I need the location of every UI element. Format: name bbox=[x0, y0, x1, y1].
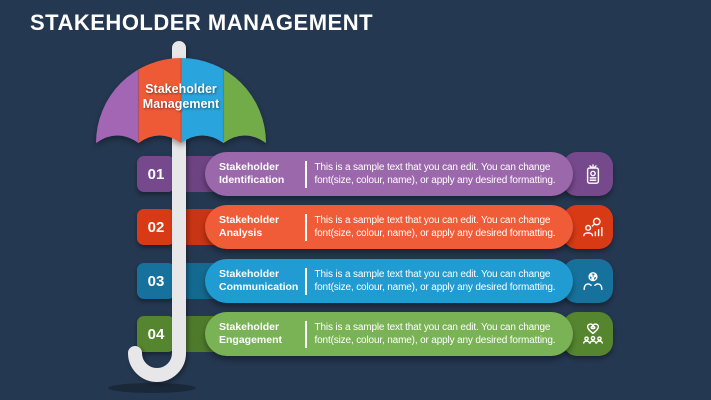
step-number-badge[interactable]: 04 bbox=[137, 316, 175, 352]
person-chart-analysis-icon bbox=[583, 217, 603, 237]
step-number-badge[interactable]: 01 bbox=[137, 156, 175, 192]
page-title: STAKEHOLDER MANAGEMENT bbox=[30, 10, 374, 35]
step-label: Stakeholder Communication bbox=[219, 267, 299, 293]
step-banner[interactable]: Stakeholder Analysis This is a sample te… bbox=[205, 205, 573, 249]
divider bbox=[305, 160, 307, 188]
step-body-text: This is a sample text that you can edit.… bbox=[314, 269, 556, 293]
step-row-analysis: Stakeholder Analysis This is a sample te… bbox=[137, 205, 617, 249]
step-banner[interactable]: Stakeholder Communication This is a samp… bbox=[205, 259, 573, 303]
step-body-text: This is a sample text that you can edit.… bbox=[314, 215, 556, 239]
step-number-badge[interactable]: 03 bbox=[137, 263, 175, 299]
step-row-identification: Stakeholder Identification This is a sam… bbox=[137, 152, 617, 196]
step-label: Stakeholder Engagement bbox=[219, 320, 283, 346]
umbrella-label: Stakeholder Management bbox=[142, 82, 220, 111]
hands-network-icon bbox=[583, 272, 603, 291]
step-banner[interactable]: Stakeholder Identification This is a sam… bbox=[205, 152, 573, 196]
step-body-text: This is a sample text that you can edit.… bbox=[314, 322, 556, 346]
step-body-text: This is a sample text that you can edit.… bbox=[314, 162, 556, 186]
step-banner[interactable]: Stakeholder Engagement This is a sample … bbox=[205, 312, 573, 356]
step-row-communication: Stakeholder Communication This is a samp… bbox=[137, 259, 617, 303]
step-label: Stakeholder Identification bbox=[219, 160, 285, 186]
people-heart-icon bbox=[583, 323, 603, 344]
divider bbox=[305, 320, 307, 348]
step-number-badge[interactable]: 02 bbox=[137, 209, 175, 245]
icon-chip[interactable] bbox=[563, 205, 613, 249]
step-label: Stakeholder Analysis bbox=[219, 213, 280, 239]
id-badge-icon bbox=[586, 164, 600, 184]
divider bbox=[305, 213, 307, 241]
step-row-engagement: Stakeholder Engagement This is a sample … bbox=[137, 312, 617, 356]
divider bbox=[305, 267, 307, 295]
